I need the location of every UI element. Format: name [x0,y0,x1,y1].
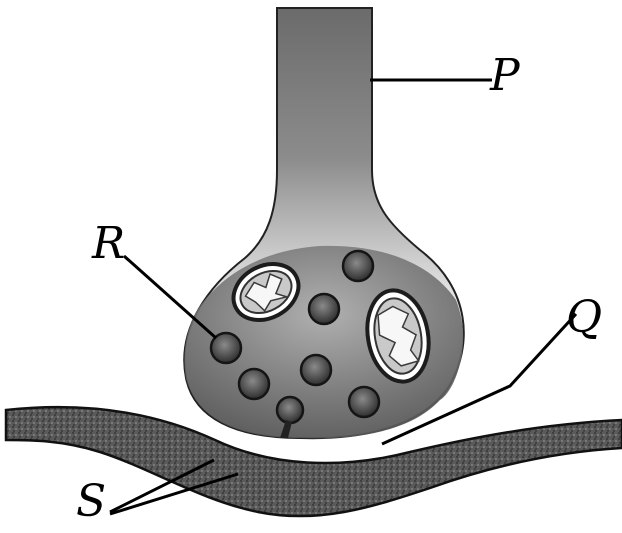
vesicle [343,251,373,281]
vesicle [301,355,331,385]
vesicle-fusing [277,397,303,423]
vesicle [239,369,269,399]
label-q: Q [566,296,602,340]
vesicle [309,294,339,324]
label-r: R [92,222,125,266]
label-s: S [76,480,106,524]
vesicle [349,387,379,417]
leader-line-r [124,256,216,338]
label-p: P [490,54,520,98]
